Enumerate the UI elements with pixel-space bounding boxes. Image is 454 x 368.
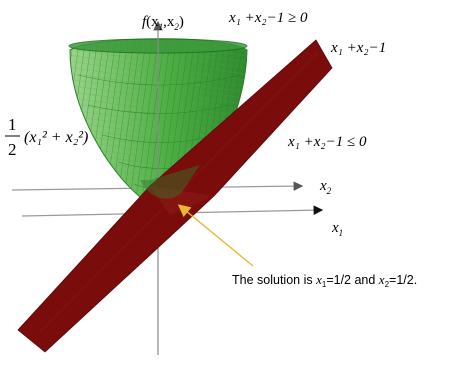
axis-x2-label: x2 [319, 178, 332, 196]
svg-text:2: 2 [8, 140, 17, 159]
ineq-top-label: x₁ +x₂−1 ≥ 0 [228, 10, 308, 26]
solution-arrow [177, 204, 254, 267]
solution-annotation: The solution is x1=1/2 and x2=1/2. [232, 272, 417, 289]
svg-text:1: 1 [8, 115, 17, 134]
svg-text:(x₁² + x₂²): (x₁² + x₂²) [24, 129, 88, 146]
quadratic-label: 1 2 (x₁² + x₂²) [5, 115, 88, 159]
f-axis-label: f(x1,x2) [142, 14, 184, 32]
paraboloid-overlap [140, 165, 200, 199]
ineq-bottom-label: x₁ +x₂−1 ≤ 0 [287, 134, 367, 150]
constraint-plane [17, 39, 333, 353]
axis-x1-label: x1 [331, 220, 343, 238]
plane-label: x₁ +x₂−1 [330, 40, 386, 56]
